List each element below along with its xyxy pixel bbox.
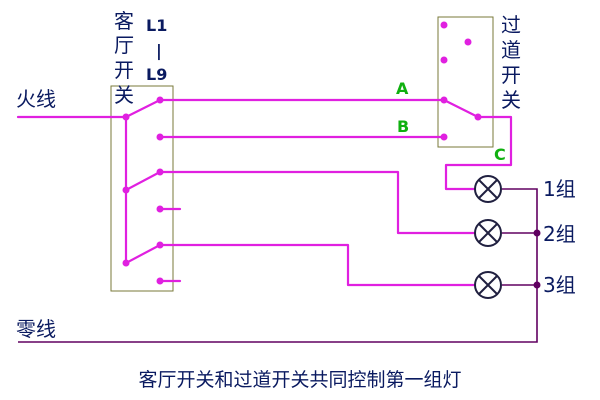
living-switch-label-char: 开 [114, 58, 134, 82]
corridor-contact [440, 21, 448, 29]
wire-b-label: B [397, 117, 409, 136]
group-3-label: 3组 [543, 273, 576, 297]
living-lever-1 [124, 98, 162, 119]
lamp-group-1 [474, 175, 502, 203]
corridor-switch-label-char: 过 [501, 13, 521, 37]
group-1-label: 1组 [543, 177, 576, 201]
diagram-caption: 客厅开关和过道开关共同控制第一组灯 [138, 369, 461, 391]
range-label-bar: | [156, 41, 162, 61]
corridor-contact [440, 56, 448, 64]
corridor-switch-label-char: 开 [501, 63, 521, 87]
neutral-junction [533, 281, 541, 289]
corridor-switch-label-char: 关 [501, 88, 521, 112]
lamp-group-2 [474, 219, 502, 247]
living-switch-label-char: 客 [114, 9, 134, 33]
neutral-wire [18, 188, 538, 343]
corridor-contact [464, 38, 472, 46]
wire-c-label: C [494, 145, 506, 164]
lamp3-feed [158, 243, 477, 287]
living-contact [122, 259, 130, 267]
living-lever-2 [124, 170, 162, 192]
group-2-label: 2组 [543, 222, 576, 246]
wire-c [444, 115, 513, 191]
living-room-switch-box [110, 85, 174, 292]
range-label-start: L1 [146, 16, 167, 35]
living-contact [122, 113, 130, 121]
live-wire-label: 火线 [16, 87, 56, 111]
neutral-junction [533, 229, 541, 237]
corridor-lever [442, 98, 480, 119]
range-label-end: L9 [146, 65, 167, 84]
corridor-switch-box [437, 16, 494, 148]
corridor-switch-label-char: 道 [501, 38, 521, 62]
living-lever-3 [124, 243, 162, 265]
wire-a-label: A [396, 79, 409, 98]
lamp-group-3 [474, 271, 502, 299]
neutral-wire-label: 零线 [16, 317, 56, 341]
corridor-contact [440, 133, 448, 141]
lamp2-feed [158, 170, 477, 235]
living-switch-label-char: 关 [114, 83, 134, 107]
living-contact [122, 186, 130, 194]
living-switch-label-char: 厅 [114, 33, 134, 57]
